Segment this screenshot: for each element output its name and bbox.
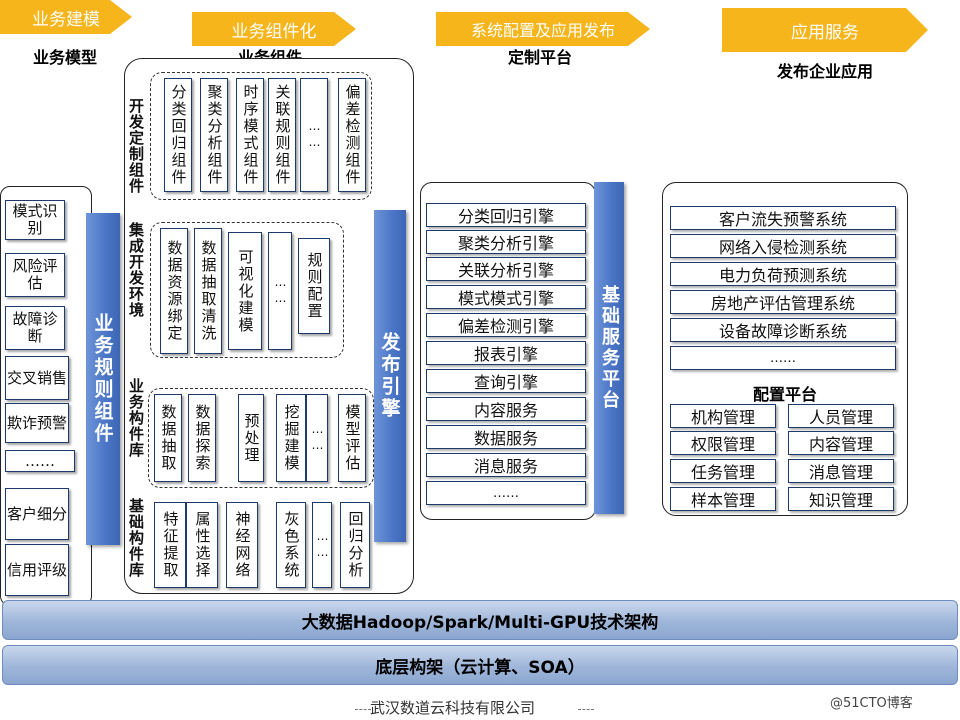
ide-component: 可视化建模 [228,232,262,350]
app-system-item: 客户流失预警系统 [670,206,896,230]
dev-components-label: 开发定制组件 [127,98,145,194]
config-item: 内容管理 [788,431,894,455]
app-system-item: 网络入侵检测系统 [670,234,896,258]
model-item: …… [5,450,75,472]
stage-arrow-service: 应用服务 [722,8,928,52]
publish-engine-bar: 发布引擎 [374,210,406,542]
ide-component: 数据抽取清洗 [194,228,222,354]
watermark: @51CTO博客 [830,696,913,711]
base-service-bar: 基础服务平台 [594,182,624,514]
config-item: 人员管理 [788,404,894,428]
base-lib-component: 特征提取 [154,502,186,588]
engine-item: 查询引擎 [426,369,586,393]
model-item: 信用评级 [5,544,69,596]
stage-arrow-label: 应用服务 [791,22,859,43]
stage-arrow-label: 业务建模 [32,9,100,30]
dev-component: 分类回归组件 [164,78,192,192]
ide-component: …… [268,232,292,350]
model-item: 模式识别 [5,200,65,240]
engine-item: 消息服务 [426,453,586,477]
base-lib-component: 神经网络 [226,502,258,588]
ide-component: 数据资源绑定 [160,228,188,354]
base-lib-component: 回归分析 [340,502,370,588]
stage-arrow-modeling: 业务建模 [0,0,132,34]
biz-lib-component: 模型评估 [338,394,366,482]
engine-item: 聚类分析引擎 [426,230,586,254]
model-item: 交叉销售 [5,356,69,400]
app-system-item: 设备故障诊断系统 [670,318,896,342]
business-rule-bar: 业务规则组件 [86,213,120,545]
biz-lib-component: 挖掘建模 [276,394,306,482]
dev-component: 偏差检测组件 [338,78,366,192]
app-system-item: …… [670,346,896,370]
model-item: 欺诈预警 [5,403,69,443]
stage-arrow-componentize: 业务组件化 [192,12,356,46]
stage-arrow-label: 系统配置及应用发布 [470,21,615,40]
model-item: 风险评估 [5,253,65,297]
biz-lib-component: 数据抽取 [154,394,182,482]
footer-divider [355,709,371,710]
dev-component: 关联规则组件 [268,78,296,192]
biz-lib-label: 业务构件库 [127,378,145,458]
base-lib-component: 灰色系统 [276,502,306,588]
footer-divider [578,709,594,710]
stage-title-enterprise-apps: 发布企业应用 [776,62,873,81]
config-item: 任务管理 [670,459,776,483]
config-platform-title: 配置平台 [752,385,817,404]
app-system-item: 房地产评估管理系统 [670,290,896,314]
base-lib-component: …… [312,502,332,588]
config-item: 样本管理 [670,487,776,511]
stage-arrow-label: 业务组件化 [231,21,317,42]
base-lib-component: 属性选择 [186,502,218,588]
config-item: 权限管理 [670,431,776,455]
engine-item: 内容服务 [426,397,586,421]
dev-component: 时序模式组件 [236,78,264,192]
engine-item: 关联分析引擎 [426,257,586,281]
stage-title-custom-platform: 定制平台 [507,48,572,67]
engine-item: 数据服务 [426,425,586,449]
ide-component: 规则配置 [298,238,330,334]
config-item: 知识管理 [788,487,894,511]
bigdata-layer: 大数据Hadoop/Spark/Multi-GPU技术架构 [2,600,958,640]
stage-title-model: 业务模型 [32,48,97,67]
dev-component: …… [300,78,328,192]
stage-arrow-config: 系统配置及应用发布 [436,12,650,46]
engine-item: 分类回归引擎 [426,203,586,227]
base-lib-label: 基础构件库 [127,498,145,578]
engine-item: 偏差检测引擎 [426,313,586,337]
company-name: 武汉数道云科技有限公司 [370,699,536,717]
engine-item: …… [426,481,586,505]
biz-lib-component: 预处理 [238,394,264,482]
config-item: 消息管理 [788,459,894,483]
base-architecture-layer: 底层构架（云计算、SOA） [2,645,958,685]
engine-item: 模式模式引擎 [426,285,586,309]
config-item: 机构管理 [670,404,776,428]
biz-lib-component: …… [306,394,328,482]
model-item: 客户细分 [5,488,69,540]
app-system-item: 电力负荷预测系统 [670,262,896,286]
dev-component: 聚类分析组件 [200,78,228,192]
model-item: 故障诊断 [5,306,65,350]
biz-lib-component: 数据探索 [188,394,216,482]
engine-item: 报表引擎 [426,341,586,365]
ide-label: 集成开发环境 [127,222,145,318]
